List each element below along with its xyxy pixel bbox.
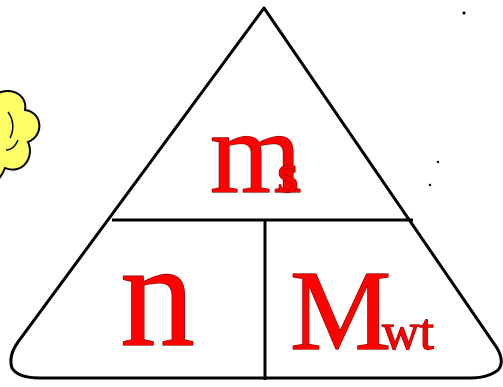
stray-dot — [463, 12, 466, 15]
yellow-flower-icon — [0, 91, 39, 182]
bottom-right-label-subscript: wt — [382, 304, 435, 361]
top-label-subscript: s — [277, 143, 299, 205]
bottom-right-label: M wt — [290, 247, 435, 374]
bottom-left-label: n — [120, 212, 195, 378]
top-label: m s — [210, 87, 306, 218]
stray-dot — [437, 161, 439, 163]
stray-dot — [429, 184, 431, 186]
bottom-right-label-main: M — [290, 247, 391, 374]
